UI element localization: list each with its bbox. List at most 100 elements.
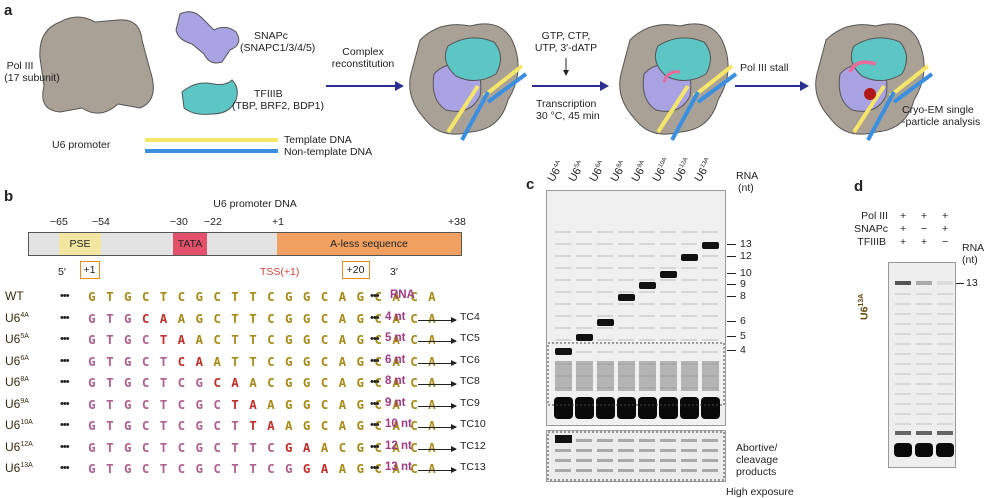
complex-label: TC13 [460,461,486,473]
snapc-sub: (SNAPC1/3/4/5) [240,42,316,54]
pol3-label: Pol III [6,60,34,72]
ellipsis-right: ••• [370,376,380,388]
pos-minus65: −65 [50,216,68,228]
condition-sign: − [921,223,928,235]
condition-label: TFIIIB [857,236,886,248]
sequence-name: U65A [5,332,29,346]
rna-length: 9 nt [385,396,406,409]
gel-band [576,334,593,341]
size-marker: 12 [740,250,752,262]
sequence-name: U613A [5,461,33,475]
ellipsis-right: ••• [370,397,380,410]
pol3-stall-label: Pol III stall [740,62,789,74]
complex-label: TC8 [460,375,480,387]
ellipsis-left: ••• [60,311,70,324]
ellipsis-left: ••• [60,397,70,410]
aless-box: A-less sequence [277,233,461,255]
box-plus1: +1 [80,261,100,279]
pse-box: PSE [59,233,101,255]
condition-sign: + [942,223,949,235]
ellipsis-right: ••• [370,462,380,474]
arrow-icon [418,424,457,430]
ellipsis-left: ••• [60,419,70,431]
cryo-em-label-b: -particle analysis [902,116,981,128]
snapc-label: SNAPc [254,30,288,42]
abortive-label-a: Abortive/ [736,442,778,454]
complex-label: TC12 [460,439,486,452]
gel-band [618,294,635,301]
complex-1 [409,23,528,141]
size-marker: 10 [740,267,752,279]
rna-length: 6 nt [385,353,406,366]
template-dna-label: Template DNA [284,134,352,146]
arrow-icon [418,402,457,409]
gel-band [555,348,572,355]
gel-band [702,242,719,249]
ellipsis-right: ••• [370,333,380,345]
tata-box: TATA [173,233,207,255]
size-marker: 8 [740,290,746,302]
condition-label: SNAPc [854,223,888,235]
rna-length: 8 nt [385,375,406,387]
pse-label: PSE [69,238,91,250]
gel-band [660,271,677,278]
condition-label: Pol III [861,210,888,222]
size-marker: 13 [740,238,752,250]
u6-promoter-label: U6 promoter [52,139,111,151]
box-plus20: +20 [342,261,370,279]
ntp-label-b: UTP, 3′-dATP [534,42,598,54]
rna-length: RNA [390,289,415,301]
ellipsis-right: ••• [370,354,380,367]
condition-sign: + [900,236,907,248]
gel-band [916,281,932,285]
ellipsis-left: ••• [60,440,70,453]
gel-c-high-exposure [546,430,726,482]
tata-label: TATA [177,238,203,250]
arrow-icon [418,445,457,452]
abortive-label-c: products [736,466,777,478]
size-marker: 5 [740,330,746,342]
gel-d [888,262,956,468]
ellipsis-right: ••• [370,440,380,453]
condition-sign: + [900,223,907,235]
complex-label: TC4 [460,310,480,323]
gel-band [895,281,911,285]
arrow-icon [418,338,457,344]
sequence-name: U610A [5,418,33,432]
ellipsis-right: ••• [370,311,380,324]
tf3b-shape [181,79,238,115]
ellipsis-left: ••• [60,354,70,367]
panel-d-letter: d [854,178,864,195]
snapc-shape [175,11,240,64]
panel-c-letter: c [526,176,535,193]
step-reconstitution-b: reconstitution [331,58,395,70]
pos-minus54: −54 [92,216,110,228]
ellipsis-left: ••• [60,290,70,302]
ellipsis-right: ••• [370,290,380,302]
condition-sign: + [900,210,907,222]
sequence-name: U68A [5,375,29,389]
condition-sign: + [921,236,928,248]
condition-sign: + [942,210,949,222]
arrow-icon [418,359,457,366]
arrow-icon [418,381,457,387]
three-prime: 3′ [390,266,398,278]
pos-minus30: −30 [170,216,188,228]
size-marker: 9 [740,278,746,290]
ellipsis-right: ••• [370,419,380,431]
arrow-icon [418,316,457,323]
rna-length: 5 nt [385,332,406,344]
size-marker: 4 [740,344,746,356]
